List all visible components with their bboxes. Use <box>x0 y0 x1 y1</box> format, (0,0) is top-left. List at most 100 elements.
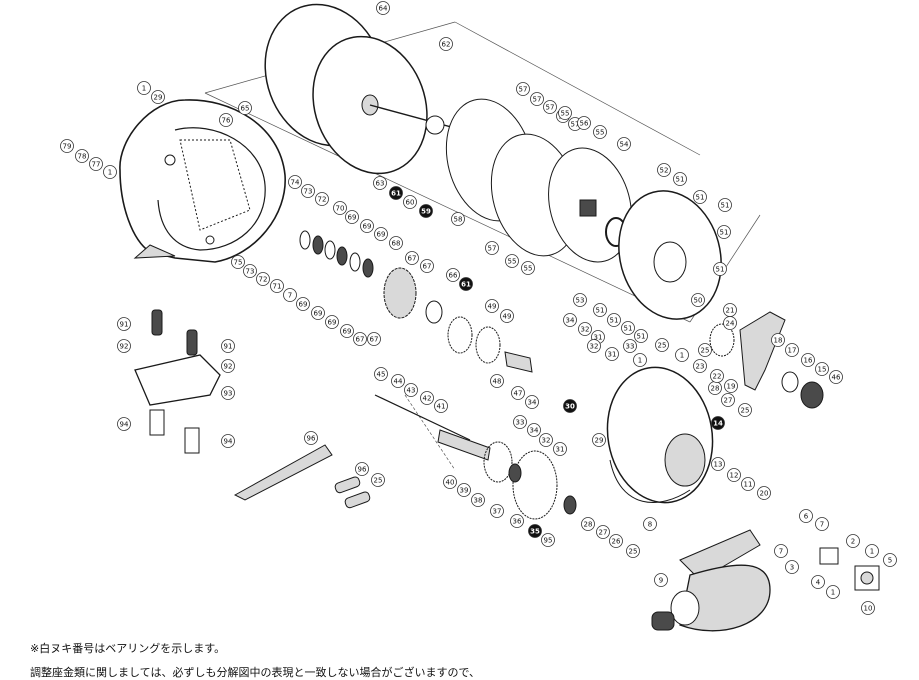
part-label-circle <box>693 359 707 373</box>
part-label-circle <box>609 534 623 548</box>
part-label-51: 51 <box>607 313 621 327</box>
part-label-circle <box>420 259 434 273</box>
part-label-36: 36 <box>510 514 524 528</box>
part-number-text: 91 <box>120 320 129 328</box>
part-label-circle <box>654 573 668 587</box>
part-label-circle <box>340 324 354 338</box>
part-label-8: 8 <box>643 517 657 531</box>
part-label-circle <box>283 288 297 302</box>
part-label-70: 70 <box>333 201 347 215</box>
part-label-7: 7 <box>815 517 829 531</box>
part-label-circle <box>373 176 387 190</box>
part-label-circle <box>718 198 732 212</box>
part-number-text: 51 <box>624 324 633 332</box>
part-label-68: 68 <box>389 236 403 250</box>
part-number-text: 72 <box>259 275 268 283</box>
part-label-circle <box>573 293 587 307</box>
part-label-circle <box>558 106 572 120</box>
part-label-51: 51 <box>717 225 731 239</box>
part-label-circle <box>771 333 785 347</box>
part-label-circle <box>578 322 592 336</box>
part-label-circle <box>617 137 631 151</box>
part-label-circle <box>675 348 689 362</box>
part-label-66: 66 <box>446 268 460 282</box>
part-label-circle <box>296 297 310 311</box>
part-number-text: 51 <box>676 175 685 183</box>
part-number-text: 76 <box>222 116 231 124</box>
part-label-circle <box>723 316 737 330</box>
part-number-text: 67 <box>370 335 379 343</box>
part-number-text: 52 <box>660 166 669 174</box>
part-label-circle <box>403 195 417 209</box>
part-label-25: 25 <box>698 343 712 357</box>
part-number-text: 49 <box>503 312 512 320</box>
part-label-circle <box>490 504 504 518</box>
bearing-note: ※白ヌキ番号はベアリングを示します。 <box>30 642 226 655</box>
part-label-92: 92 <box>117 339 131 353</box>
part-label-circle <box>643 517 657 531</box>
part-number-text: 96 <box>358 465 367 473</box>
part-label-circle <box>801 353 815 367</box>
part-label-57: 57 <box>485 241 499 255</box>
part-label-51: 51 <box>713 262 727 276</box>
part-number-text: 43 <box>407 386 416 394</box>
part-label-51: 51 <box>634 329 648 343</box>
part-number-text: 1 <box>108 168 112 176</box>
reel-frame-part <box>119 99 286 263</box>
part-label-41: 41 <box>434 399 448 413</box>
part-label-61: 61 <box>459 277 473 291</box>
part-label-69: 69 <box>325 315 339 329</box>
part-label-39: 39 <box>457 483 471 497</box>
part-label-45: 45 <box>374 367 388 381</box>
part-number-text: 15 <box>818 365 827 373</box>
part-number-text: 69 <box>343 327 352 335</box>
part-number-text: 55 <box>596 128 605 136</box>
rod-clamp-parts <box>134 309 221 454</box>
part-label-circle <box>376 1 390 15</box>
part-label-circle <box>657 163 671 177</box>
part-label-circle <box>711 457 725 471</box>
part-label-circle <box>389 186 403 200</box>
part-number-text: 24 <box>726 319 735 327</box>
part-number-text: 34 <box>530 426 539 434</box>
part-label-1: 1 <box>103 165 117 179</box>
part-label-38: 38 <box>471 493 485 507</box>
part-number-text: 69 <box>299 300 308 308</box>
part-label-circle <box>89 157 103 171</box>
part-label-circle <box>500 309 514 323</box>
part-label-circle <box>543 100 557 114</box>
part-label-circle <box>404 383 418 397</box>
part-label-94: 94 <box>117 417 131 431</box>
part-label-1: 1 <box>675 348 689 362</box>
part-label-circle <box>710 369 724 383</box>
part-number-text: 34 <box>566 316 575 324</box>
part-number-text: 55 <box>524 264 533 272</box>
part-label-4: 4 <box>811 575 825 589</box>
part-number-text: 8 <box>648 520 652 528</box>
part-label-circle <box>325 315 339 329</box>
part-label-circle <box>221 386 235 400</box>
part-label-27: 27 <box>596 525 610 539</box>
part-number-text: 13 <box>714 460 723 468</box>
part-label-96: 96 <box>355 462 369 476</box>
part-number-text: 4 <box>816 578 821 586</box>
part-number-text: 28 <box>711 384 720 392</box>
part-label-circle <box>741 477 755 491</box>
part-number-text: 19 <box>727 382 736 390</box>
part-label-32: 32 <box>587 339 601 353</box>
part-number-text: 25 <box>374 476 383 484</box>
part-number-text: 25 <box>658 341 667 349</box>
part-number-text: 7 <box>779 547 783 555</box>
part-number-text: 72 <box>318 195 327 203</box>
part-label-circle <box>103 165 117 179</box>
main-shaft-parts <box>374 394 577 520</box>
part-number-text: 77 <box>92 160 101 168</box>
part-label-circle <box>693 190 707 204</box>
part-number-text: 51 <box>720 228 729 236</box>
part-label-2: 2 <box>846 534 860 548</box>
part-number-text: 51 <box>696 193 705 201</box>
part-label-circle <box>717 225 731 239</box>
part-number-text: 42 <box>423 394 432 402</box>
part-label-26: 26 <box>609 534 623 548</box>
part-number-text: 37 <box>493 507 502 515</box>
